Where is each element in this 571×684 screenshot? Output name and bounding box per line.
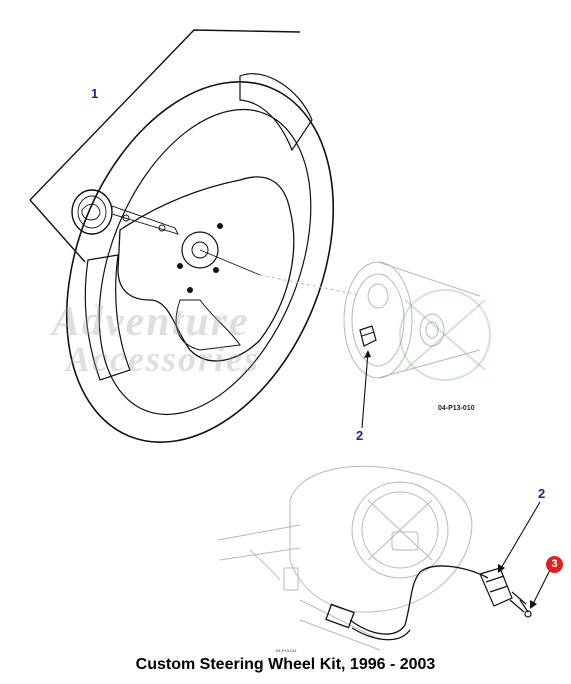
- leader-2-top: [361, 351, 369, 429]
- figure-ref-top: 04-P13-010: [438, 405, 475, 412]
- watermark-line-1: Adventure: [52, 299, 250, 345]
- figure-ref-bottom: 04-P13-011: [276, 648, 297, 653]
- clip-2-top: [359, 325, 377, 347]
- wheel-rim-outer: [65, 80, 335, 444]
- screw-3: [519, 599, 532, 618]
- hub-bore: [191, 241, 209, 259]
- wheel-spoke-lower: [175, 299, 241, 351]
- watermark-line-2: Accessories: [66, 339, 260, 379]
- leader-2-bottom: [499, 501, 541, 571]
- wiring-harness: [325, 565, 489, 641]
- wheel-grip-left: [84, 254, 131, 381]
- wheel-spoke-plate: [117, 176, 295, 362]
- column-shroud-bottom: [217, 465, 473, 651]
- leader-3: [531, 565, 553, 607]
- wheel-grip-top: [239, 73, 313, 152]
- watermark-emblem: [399, 289, 491, 381]
- hub-ring: [181, 231, 219, 269]
- diagram-caption: Custom Steering Wheel Kit, 1996 - 2003: [135, 656, 436, 673]
- callout-part-3: 3: [546, 556, 563, 573]
- part-1-bracket-lower: [29, 199, 86, 263]
- callout-part-1: 1: [91, 86, 99, 101]
- part-1-bracket: [29, 29, 301, 201]
- callout-part-2-bottom: 2: [538, 486, 546, 501]
- connector-2: [479, 567, 527, 613]
- steering-column-top: [259, 261, 481, 379]
- callout-part-2-top: 2: [356, 428, 364, 443]
- wheel-rim-inner: [98, 108, 312, 416]
